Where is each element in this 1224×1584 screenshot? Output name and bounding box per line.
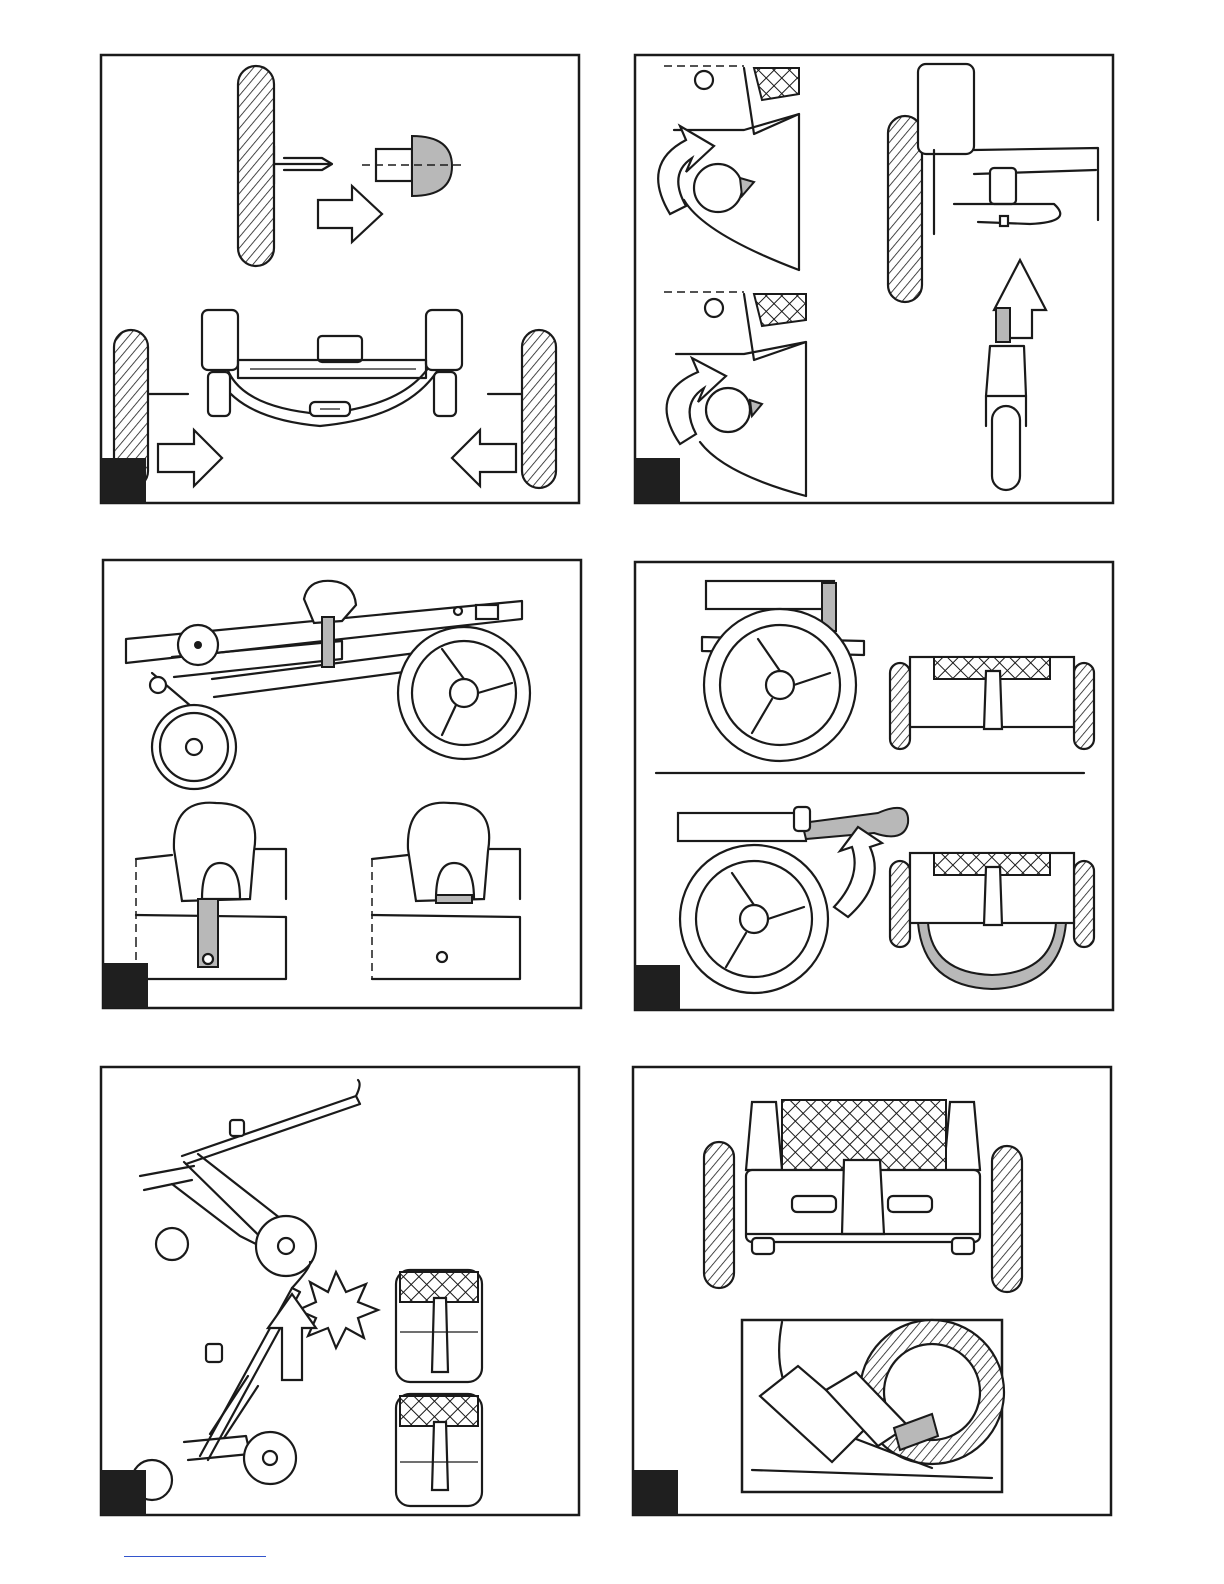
step-number-badge bbox=[103, 963, 148, 1008]
step-number-badge bbox=[633, 1470, 678, 1515]
panel-rear-wheel-fitting bbox=[100, 54, 580, 504]
panel-brake-lever bbox=[102, 559, 582, 1009]
step-number-badge bbox=[101, 458, 146, 503]
panel-fold-unfold bbox=[100, 1066, 580, 1516]
footer-rule bbox=[124, 1556, 266, 1557]
panel-front-wheel-fitting bbox=[634, 54, 1114, 504]
step-number-badge bbox=[101, 1470, 146, 1515]
step-number-badge bbox=[635, 965, 680, 1010]
inset-brake-pedal-closeup bbox=[742, 1320, 1004, 1492]
step-number-badge bbox=[635, 458, 680, 503]
panel-footrest-brake bbox=[632, 1066, 1112, 1516]
panel-bumper-bar bbox=[634, 561, 1114, 1011]
inset-latch-open bbox=[396, 1270, 482, 1382]
inset-latch-closed bbox=[396, 1394, 482, 1506]
